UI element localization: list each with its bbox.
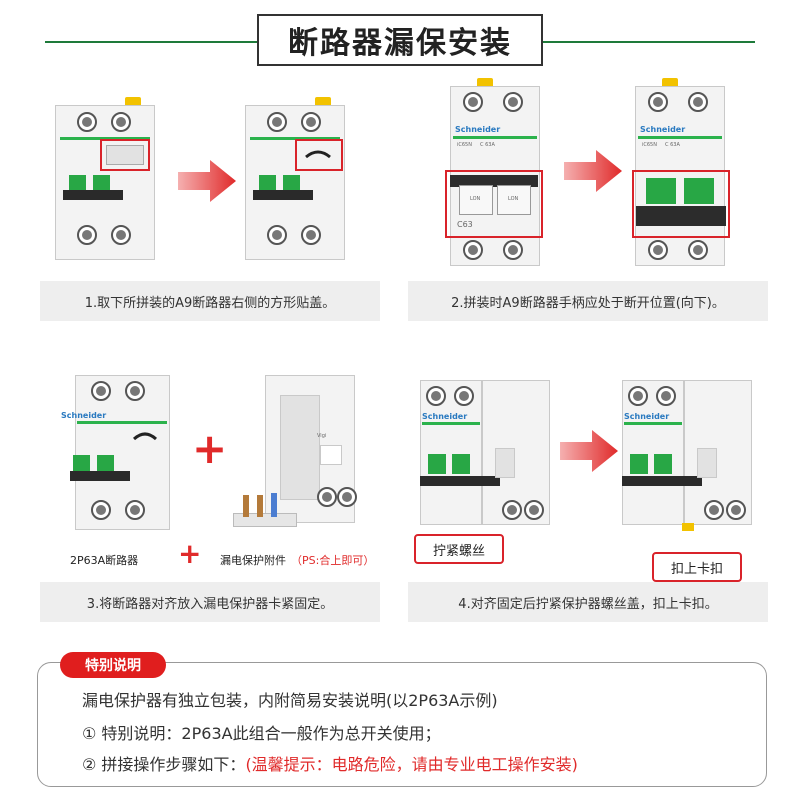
cover-highlight-box [100,139,150,171]
yellow-clip [662,78,678,88]
screw-icon [726,500,746,520]
screw-icon [91,500,111,520]
screw-icon [704,500,724,520]
handle-bar [253,190,313,200]
title-line-right [543,41,755,43]
breaker-with-cover [55,95,155,265]
screw-icon [688,92,708,112]
handle-bar [63,190,123,200]
breaker-handle-on: Schneider iC65N C 63A LON LON C63 [445,78,545,273]
screw-icon [463,92,483,112]
note-line-3: ② 拼接操作步骤如下：(温馨提示：电路危险，请由专业电工操作安装) [82,751,578,775]
rcd-attachment: Vigi [225,375,370,535]
step2-caption: 2.拼装时A9断路器手柄应处于断开位置(向下)。 [408,281,768,321]
step1-caption: 1.取下所拼装的A9断路器右侧的方形贴盖。 [40,281,380,321]
screw-icon [125,381,145,401]
step3-caption: 3.将断路器对齐放入漏电保护器卡紧固定。 [40,582,380,622]
note-line-3-prefix: ② 拼接操作步骤如下： [82,755,246,774]
screw-icon [656,386,676,406]
yellow-clip [315,97,331,107]
title-line-left [45,41,257,43]
screw-icon [648,240,668,260]
handle-bar [70,471,130,481]
safety-warning: (温馨提示：电路危险，请由专业电工操作安装) [245,755,578,774]
brand-label: Schneider [61,411,107,420]
breaker-handle-off: Schneider iC65N C 63A [630,78,730,273]
screw-icon [628,386,648,406]
special-note-tag: 特别说明 [60,652,166,678]
screw-icon [301,112,321,132]
screw-icon [454,386,474,406]
screw-icon [503,92,523,112]
screw-icon [688,240,708,260]
step4-caption: 4.对齐固定后拧紧保护器螺丝盖，扣上卡扣。 [408,582,768,622]
handle-bar [622,476,702,486]
screw-icon [91,381,111,401]
brand-label: Schneider [640,125,686,134]
screw-icon [111,225,131,245]
red-arrow-icon [560,430,618,472]
red-arrow-icon [564,150,622,192]
special-note-box [37,662,767,787]
handle-highlight-box [632,170,730,238]
breaker-2p63a-label: 2P63A断路器 [70,554,139,567]
brand-label: Schneider [624,412,670,421]
screw-icon [125,500,145,520]
screw-icon [267,225,287,245]
screw-icon [317,487,337,507]
yellow-clip [477,78,493,88]
slot-icon [132,432,158,441]
assembled-unit: Schneider [420,380,550,535]
ps-note: （PS:合上即可） [291,554,375,567]
page-title: 断路器漏保安装 [257,14,543,66]
screw-icon [503,240,523,260]
note-line-1: 漏电保护器有独立包装，内附简易安装说明(以2P63A示例) [82,691,498,710]
plus-icon: + [178,537,202,570]
clip-icon [682,523,694,531]
screw-icon [267,112,287,132]
note-line-2: ① 特别说明：2P63A此组合一般作为总开关使用； [82,724,441,743]
slot-icon [305,150,331,159]
assembled-unit-clipped: Schneider [622,380,752,535]
slot-highlight-box [295,139,343,171]
plus-icon: + [192,424,228,473]
brand-label: Schneider [422,412,468,421]
clip-tag: 扣上卡扣 [652,552,742,582]
screw-icon [301,225,321,245]
red-arrow-icon [178,160,236,202]
label-cover [106,145,144,165]
screw-icon [77,112,97,132]
yellow-clip [125,97,141,107]
screw-icon [111,112,131,132]
screw-icon [426,386,446,406]
screw-icon [648,92,668,112]
screw-icon [337,487,357,507]
brand-label: Schneider [455,125,501,134]
rcd-label: 漏电保护附件 [220,554,286,567]
handle-bar [420,476,500,486]
screw-icon [502,500,522,520]
handle-highlight-box [445,170,543,238]
breaker-cover-removed [245,95,345,265]
screw-icon [77,225,97,245]
connector-pins [233,485,297,527]
screw-icon [524,500,544,520]
breaker-2p63a: Schneider [61,375,175,535]
screw-icon [463,240,483,260]
screw-tag: 拧紧螺丝 [414,534,504,564]
